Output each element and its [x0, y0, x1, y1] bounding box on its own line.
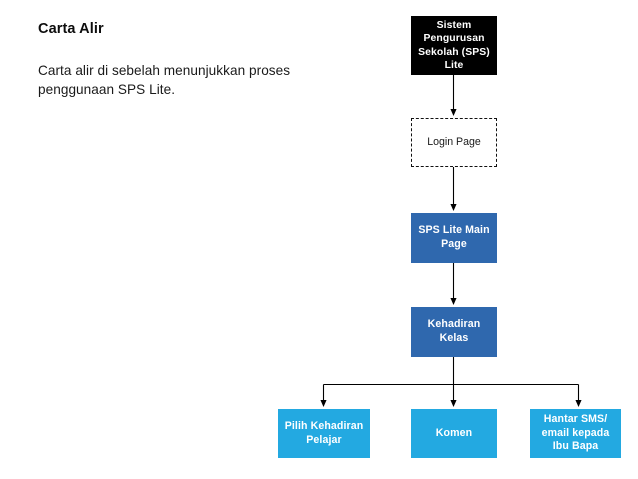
flow-node-kehadiran-kelas[interactable]: Kehadiran Kelas [411, 307, 497, 357]
flow-node-hantar-sms-email[interactable]: Hantar SMS/ email kepada Ibu Bapa [530, 409, 621, 458]
flow-node-sistem-pengurusan-sekolah[interactable]: Sistem Pengurusan Sekolah (SPS) Lite [411, 16, 497, 75]
flow-node-label: Sistem Pengurusan Sekolah (SPS) Lite [418, 19, 490, 71]
edge-kehadiran-branch [320, 357, 582, 408]
flow-node-label: SPS Lite Main Page [418, 224, 490, 250]
flow-node-label: Komen [435, 426, 473, 439]
flow-node-login-page[interactable]: Login Page [411, 118, 497, 167]
flow-node-sps-lite-main-page[interactable]: SPS Lite Main Page [411, 213, 497, 263]
panel-title: Carta Alir [38, 21, 104, 37]
flow-node-komen[interactable]: Komen [411, 409, 497, 458]
description-panel: Carta Alir Carta alir di sebelah menunju… [38, 20, 368, 100]
flow-node-label: Login Page [427, 135, 481, 148]
flow-node-label: Pilih Kehadiran Pelajar [284, 419, 364, 446]
panel-body-text: Carta alir di sebelah menunjukkan proses… [38, 63, 291, 98]
flow-node-pilih-kehadiran-pelajar[interactable]: Pilih Kehadiran Pelajar [278, 409, 370, 458]
flow-node-label: Hantar SMS/ email kepada Ibu Bapa [541, 412, 610, 453]
flow-node-label: Kehadiran Kelas [427, 318, 481, 344]
